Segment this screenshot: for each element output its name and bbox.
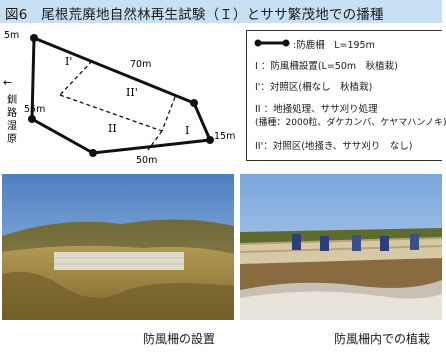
direction-char: 原 <box>7 133 17 145</box>
fence-symbol-icon <box>254 39 290 47</box>
dim-label-50m: 50m <box>136 155 157 166</box>
dim-label-55m: 55m <box>24 104 45 115</box>
direction-char: 湿 <box>7 120 17 132</box>
zone-label-II-prime: II' <box>126 86 138 99</box>
zone-label-I-prime: I' <box>65 55 72 68</box>
caption-planting-inside-fence: 防風柵内での植栽 <box>334 332 431 346</box>
photo-fence-installation <box>2 174 234 320</box>
site-diagram: 5m 70m 55m 50m 15m I' II' II I ← 釧 路 湿 原 <box>3 30 235 166</box>
zone-divider <box>59 60 93 96</box>
fence-post <box>89 149 97 157</box>
dim-label-15m: 15m <box>214 131 235 142</box>
fence-post <box>30 34 38 42</box>
zone-label-II: II <box>108 122 117 135</box>
direction-char: 釧 <box>7 93 17 106</box>
zone-label-I: I <box>185 124 189 137</box>
dim-label-70m: 70m <box>130 59 151 70</box>
fence-post <box>206 136 214 144</box>
figure-title: 図6 尾根荒廃地自然林再生試験（Ｉ）とササ繁茂地での播種 <box>5 7 384 23</box>
zone-divider <box>161 96 176 132</box>
direction-arrow: ← <box>3 76 12 89</box>
title-bar <box>0 0 442 23</box>
fence-post <box>190 99 198 107</box>
fence-post <box>28 115 36 123</box>
photo-planting-inside-fence <box>239 174 443 320</box>
zone-divider <box>147 130 163 151</box>
legend-zone-II: II ：地掻処理、ササ刈り処理 <box>255 104 378 115</box>
legend-zone-I-prime: I'：対照区(柵なし 秋植栽) <box>255 82 373 93</box>
legend-fence: :防鹿柵 L=195m <box>293 40 375 51</box>
direction-char: 路 <box>7 106 17 119</box>
legend-zone-I: I ：防風柵設置(L=50m 秋植栽) <box>255 61 398 72</box>
legend-box: :防鹿柵 L=195m I ：防風柵設置(L=50m 秋植栽) I'：対照区(柵… <box>246 30 446 161</box>
fence-outline <box>30 35 213 155</box>
caption-fence-installation: 防風柵の設置 <box>143 332 216 346</box>
dim-label-5m: 5m <box>4 30 19 41</box>
legend-zone-II-sub: (播種：2000粒、ダケカンバ、ケヤマハンノキ) <box>255 118 446 128</box>
legend-zone-II-prime: II'：対照区(地掻き、ササ刈り なし) <box>255 141 413 152</box>
